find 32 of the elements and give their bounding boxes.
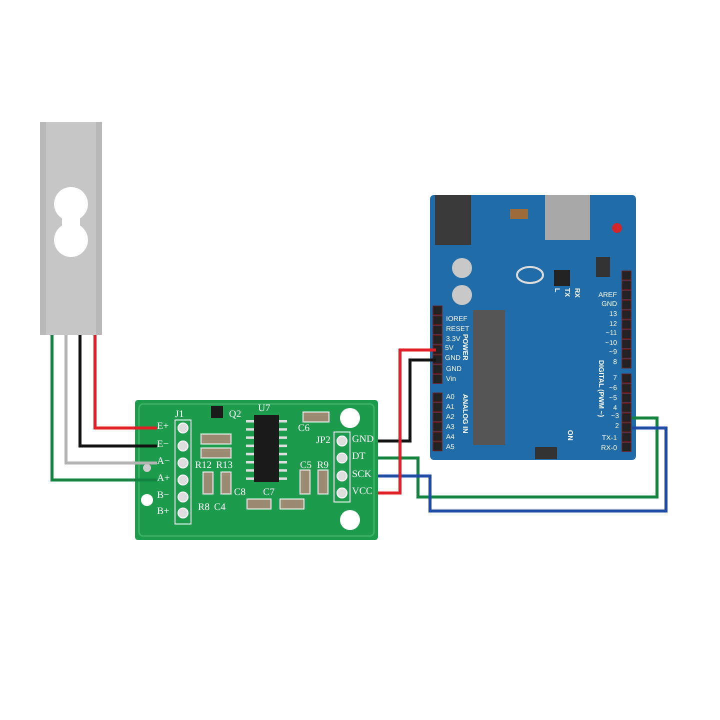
board-label: U7 xyxy=(258,404,270,414)
wire xyxy=(50,335,157,482)
pin-label: A− xyxy=(157,457,177,469)
board-label: R12 xyxy=(195,461,212,471)
board-label: R8 xyxy=(198,503,210,513)
wire xyxy=(94,335,157,430)
board-label: C8 xyxy=(234,488,246,498)
wire xyxy=(78,335,157,448)
board-label: Q2 xyxy=(229,410,242,420)
pin-label: GND xyxy=(352,435,378,447)
pin-label: B+ xyxy=(157,507,177,519)
board-label: C4 xyxy=(214,503,226,513)
pin-label: DT xyxy=(352,452,378,464)
pin-label: B− xyxy=(157,491,177,503)
board-label: C6 xyxy=(298,424,310,434)
wire xyxy=(378,348,436,494)
pin-label: E+ xyxy=(157,422,177,434)
wire xyxy=(378,358,436,442)
wire xyxy=(378,416,658,498)
wire xyxy=(378,426,668,512)
board-label: R13 xyxy=(216,461,233,471)
load-cell-drawing xyxy=(40,122,102,335)
pin-label: E− xyxy=(157,440,177,452)
board-label: C7 xyxy=(263,488,275,498)
pin-label: A+ xyxy=(157,474,177,486)
pin-label: VCC xyxy=(352,487,378,499)
pin-label: SCK xyxy=(352,470,378,482)
wire xyxy=(64,335,157,464)
board-label: JP2 xyxy=(316,436,330,446)
board-label: J1 xyxy=(175,410,184,420)
board-label: R9 xyxy=(317,461,329,471)
board-label: C5 xyxy=(300,461,312,471)
